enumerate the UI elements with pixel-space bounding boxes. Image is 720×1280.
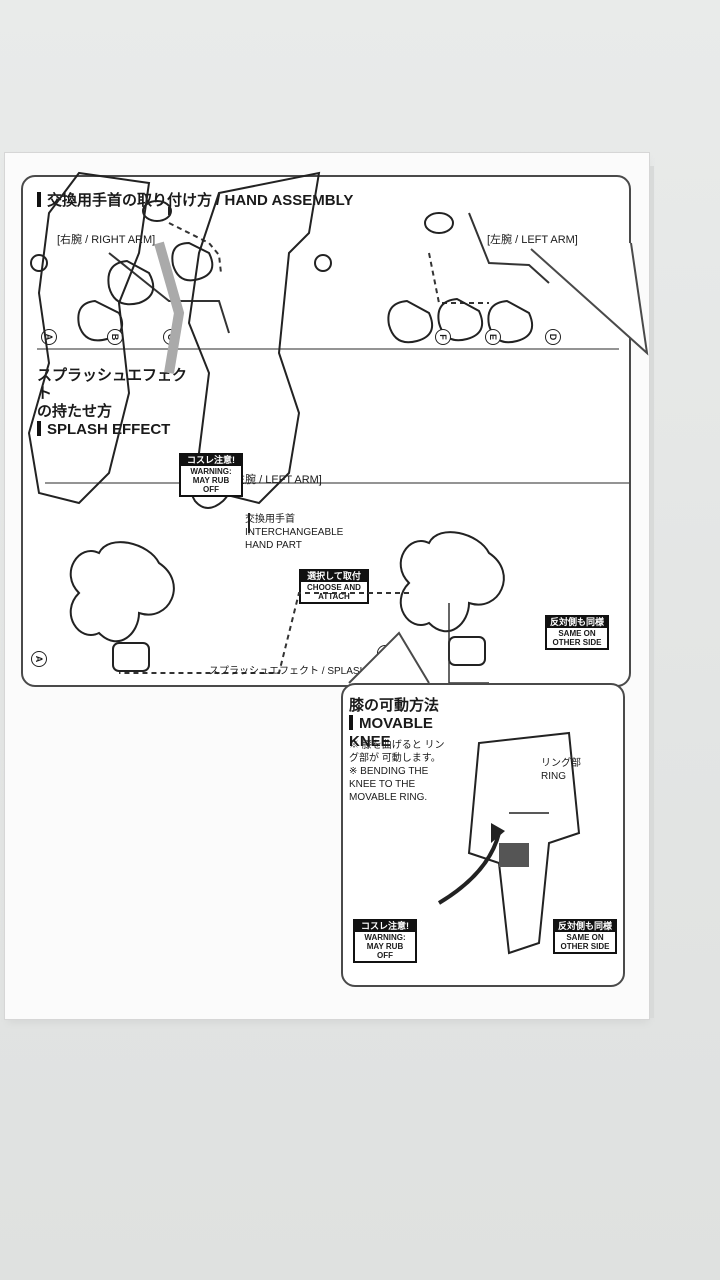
movable-knee-title-jp: 膝の可動方法 (349, 697, 440, 714)
knee-warning-en: WARNING: MAY RUB OFF (364, 933, 406, 960)
knee-illustration (437, 731, 581, 955)
ring-label-jp: リング部 (541, 758, 581, 769)
section-divider (37, 348, 619, 350)
callout-pointer (45, 242, 649, 484)
knee-warning-tag: コスレ注意! WARNING: MAY RUB OFF (353, 919, 417, 963)
instruction-sheet: 交換用手首の取り付け方 / HAND ASSEMBLY [右腕 / RIGHT … (4, 152, 650, 1020)
knee-same-side-en: SAME ON OTHER SIDE (560, 933, 610, 951)
knee-warning-jp: コスレ注意! (355, 921, 415, 932)
ring-label: リング部 RING (541, 757, 581, 783)
knee-callout-pointer (348, 631, 430, 684)
right-arm-hands-illustration (77, 200, 230, 342)
knee-same-side-jp: 反対側も同様 (555, 921, 615, 932)
rotated-content: 交換用手首の取り付け方 / HAND ASSEMBLY [右腕 / RIGHT … (5, 153, 649, 1019)
figure-legs-illustration (27, 171, 332, 505)
ring-label-en: RING (541, 771, 566, 782)
title-bar (349, 715, 353, 730)
knee-same-side-tag: 反対側も同様 SAME ON OTHER SIDE (553, 919, 617, 954)
sheet-edge (648, 166, 654, 1018)
